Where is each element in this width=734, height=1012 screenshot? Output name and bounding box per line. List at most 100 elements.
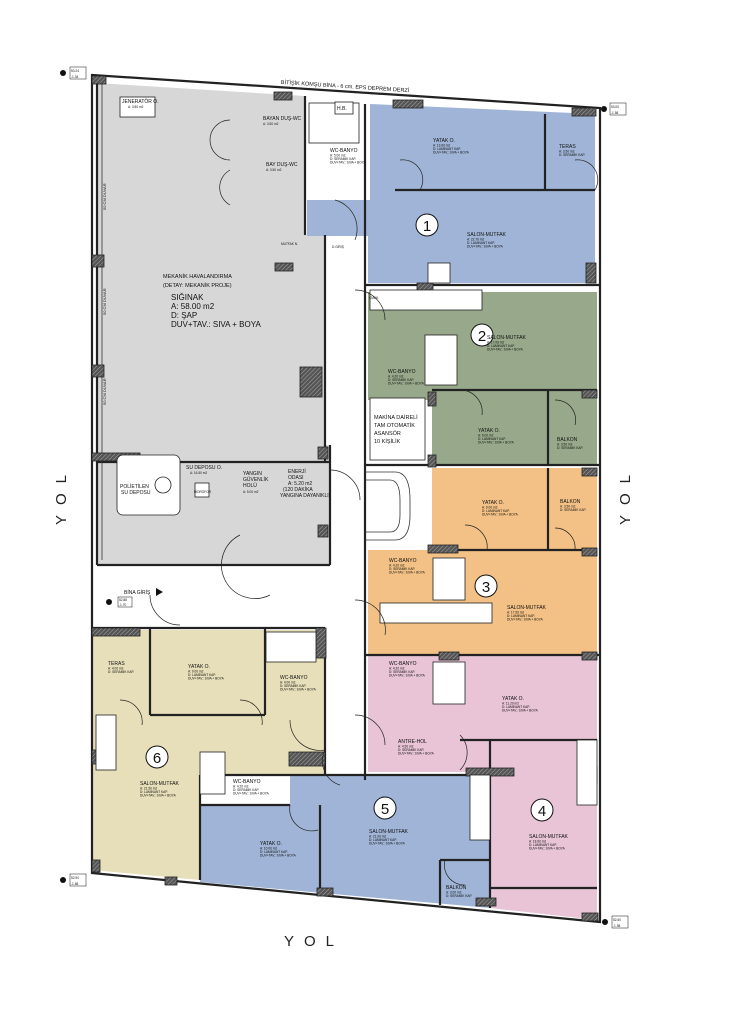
room-detail: DUV+TAV.: SIVA + BOYA xyxy=(233,792,270,796)
water-tank xyxy=(116,454,181,516)
room-name: YATAK O. xyxy=(482,500,504,506)
room-name: YATAK O. xyxy=(502,696,524,702)
room-detail: DUV+TAV.: SIVA + BOYA xyxy=(482,513,519,517)
room-name: SALON-MUTFAK xyxy=(507,605,547,611)
room-name: WC-BANYO xyxy=(389,558,417,564)
svg-text:6: 6 xyxy=(153,750,161,767)
room-detail: DUV+TAV.: SIVA + BOYA xyxy=(369,842,406,846)
room-name: SALON-MUTFAK xyxy=(467,232,507,238)
room-detail: A: 17.50 m2 xyxy=(507,611,524,615)
room-detail: D: LAMİNANT KAP. xyxy=(502,704,530,709)
room-detail: D: SERAMİK KAP. xyxy=(280,683,306,688)
level-marker-bottom-left: 52.90 -1.68 xyxy=(60,873,87,887)
level-marker-bottom-right: 52.60 -1.98 xyxy=(602,915,629,929)
unit-number-1: 1 xyxy=(415,213,439,237)
room-name: SALON-MUTFAK xyxy=(487,335,527,341)
room-name: BALKON xyxy=(557,437,578,443)
room-detail: A: 21.50 m2 xyxy=(140,787,157,791)
building-entry-label: BİNA GİRİŞ xyxy=(124,589,151,596)
shelter-subtitle: (DETAY: MEKANİK PROJE) xyxy=(163,282,232,289)
svg-text:52.90: 52.90 xyxy=(71,876,79,880)
energy-room-label: ENERJİ xyxy=(288,468,306,475)
svg-text:-1.34: -1.34 xyxy=(71,75,78,79)
room-name: TERAS xyxy=(559,144,576,150)
unit-1-area xyxy=(307,104,595,283)
unit-4-area xyxy=(368,655,597,920)
shower-unit2 xyxy=(424,334,458,386)
room-detail: A: 21.00 m2 xyxy=(369,835,386,839)
water-room-label: SU DEPOSU O. xyxy=(186,465,222,471)
elevator-label: 10 KİŞİLİK xyxy=(374,438,401,445)
svg-text:2: 2 xyxy=(478,328,486,345)
energy-room-area: A: 5.20 m2 xyxy=(288,481,312,487)
svg-text:-1.58: -1.58 xyxy=(611,111,618,115)
room-detail: A: 3.00 m2 xyxy=(446,891,462,895)
elevator-shaft xyxy=(369,397,426,461)
svg-text:-1.98: -1.98 xyxy=(613,924,620,928)
elevator-label: MAKİNA DAİRELİ xyxy=(374,414,418,421)
energy-room-note: YANGINA DAYANIKLI) xyxy=(280,493,331,499)
room-detail: DUV+TAV.: SIVA + BOYA xyxy=(388,382,425,386)
ladies-wc-area: A: 3.50 m2 xyxy=(263,122,279,126)
elevator-label: ASANSÖR xyxy=(374,430,401,437)
room-name: WC-BANYO xyxy=(388,369,416,375)
room-name: WC-BANYO xyxy=(280,675,308,681)
room-detail: DUV+TAV.: SIVA + BOYA xyxy=(188,677,225,681)
energy-room-label: ODASI xyxy=(288,475,304,481)
room-detail: DUV+TAV.: SIVA + BOYA xyxy=(433,151,470,155)
ladies-wc-label: BAYAN DUŞ-WC xyxy=(263,116,302,122)
room-detail: D: LAMİNANT KAP. xyxy=(478,436,506,441)
shelter-area xyxy=(97,83,325,462)
room-detail: DUV+TAV.: SIVA + BOYA xyxy=(507,618,544,622)
room-detail: D: LAMİNANT KAP. xyxy=(487,343,515,348)
fire-lobby-label: HOLÜ xyxy=(243,482,257,489)
room-name: BALKON xyxy=(560,499,581,505)
room-name: WC-BANYO xyxy=(233,779,261,785)
poly-tank-label: SU DEPOSU xyxy=(121,490,151,496)
energy-room-note: (120 DAKİKA xyxy=(283,486,313,493)
room-detail: DUV+TAV.: SIVA + BOYA xyxy=(398,752,435,756)
fire-lobby-label: GÜVENLİK xyxy=(243,476,269,483)
room-detail: A: 17.00 m2 xyxy=(487,341,504,345)
svg-text:3: 3 xyxy=(482,579,490,596)
level-marker-top-left: 53.24 -1.34 xyxy=(60,66,87,80)
room-name: YATAK O. xyxy=(433,138,455,144)
room-name: YATAK O. xyxy=(478,428,500,434)
room-detail: D: LAMİNANT KAP. xyxy=(467,240,495,245)
room-detail: D: SERAMİK KAP. xyxy=(557,445,583,450)
unit-number-3: 3 xyxy=(474,574,498,598)
unit-number-4: 4 xyxy=(530,798,554,822)
generator-room-label: JENERATÖR O. xyxy=(122,98,159,105)
poly-tank-label: POLİETİLEN xyxy=(120,483,149,490)
entry-arrow-icon xyxy=(156,588,163,596)
road-left-label: YOL xyxy=(53,465,70,525)
unit-number-5: 5 xyxy=(373,796,397,820)
room-detail: A: 3.50 m2 xyxy=(557,443,573,447)
room-name: YATAK O. xyxy=(260,841,282,847)
room-detail: A: 10.00 m2 xyxy=(260,847,277,851)
elevator-label: TAM OTOMATİK xyxy=(374,422,415,429)
room-detail: DUV+TAV.: SIVA + BOYA xyxy=(260,854,297,858)
room-detail: A: 4.20 m2 xyxy=(389,564,405,568)
wall-label: 50 CM DUVAR xyxy=(102,378,107,405)
mens-wc-area: A: 3.50 m2 xyxy=(266,168,282,172)
room-detail: A: 4.00 m2 xyxy=(108,667,124,671)
wall-label: 50 CM DUVAR xyxy=(102,288,107,315)
svg-text:1: 1 xyxy=(423,218,431,235)
wall-label: 50 CM DUVAR xyxy=(102,183,107,210)
room-detail: A: 11.20 m2 xyxy=(502,702,519,706)
room-name: SALON-MUTFAK xyxy=(140,781,180,787)
room-detail: A: 9.00 m2 xyxy=(482,506,498,510)
room-detail: DUV+TAV.: SIVA + BOYA xyxy=(529,847,566,851)
room-detail: A: 13.60 m2 xyxy=(433,144,450,148)
room-name: SALON-MUTFAK xyxy=(529,834,569,840)
room-detail: D: LAMİNANT KAP. xyxy=(188,672,216,677)
room-name: YATAK O. xyxy=(188,664,210,670)
building-outline xyxy=(90,73,602,924)
kitchen-sink-label: MUTFAK N. xyxy=(281,242,298,246)
room-detail: DUV+TAV.: SIVA + BOYA xyxy=(140,794,177,798)
cabinet-label: ÇMAK. xyxy=(369,296,379,300)
hb-label: H.B. xyxy=(337,106,347,112)
svg-text:5: 5 xyxy=(381,801,389,818)
room-name: BALKON xyxy=(446,885,467,891)
